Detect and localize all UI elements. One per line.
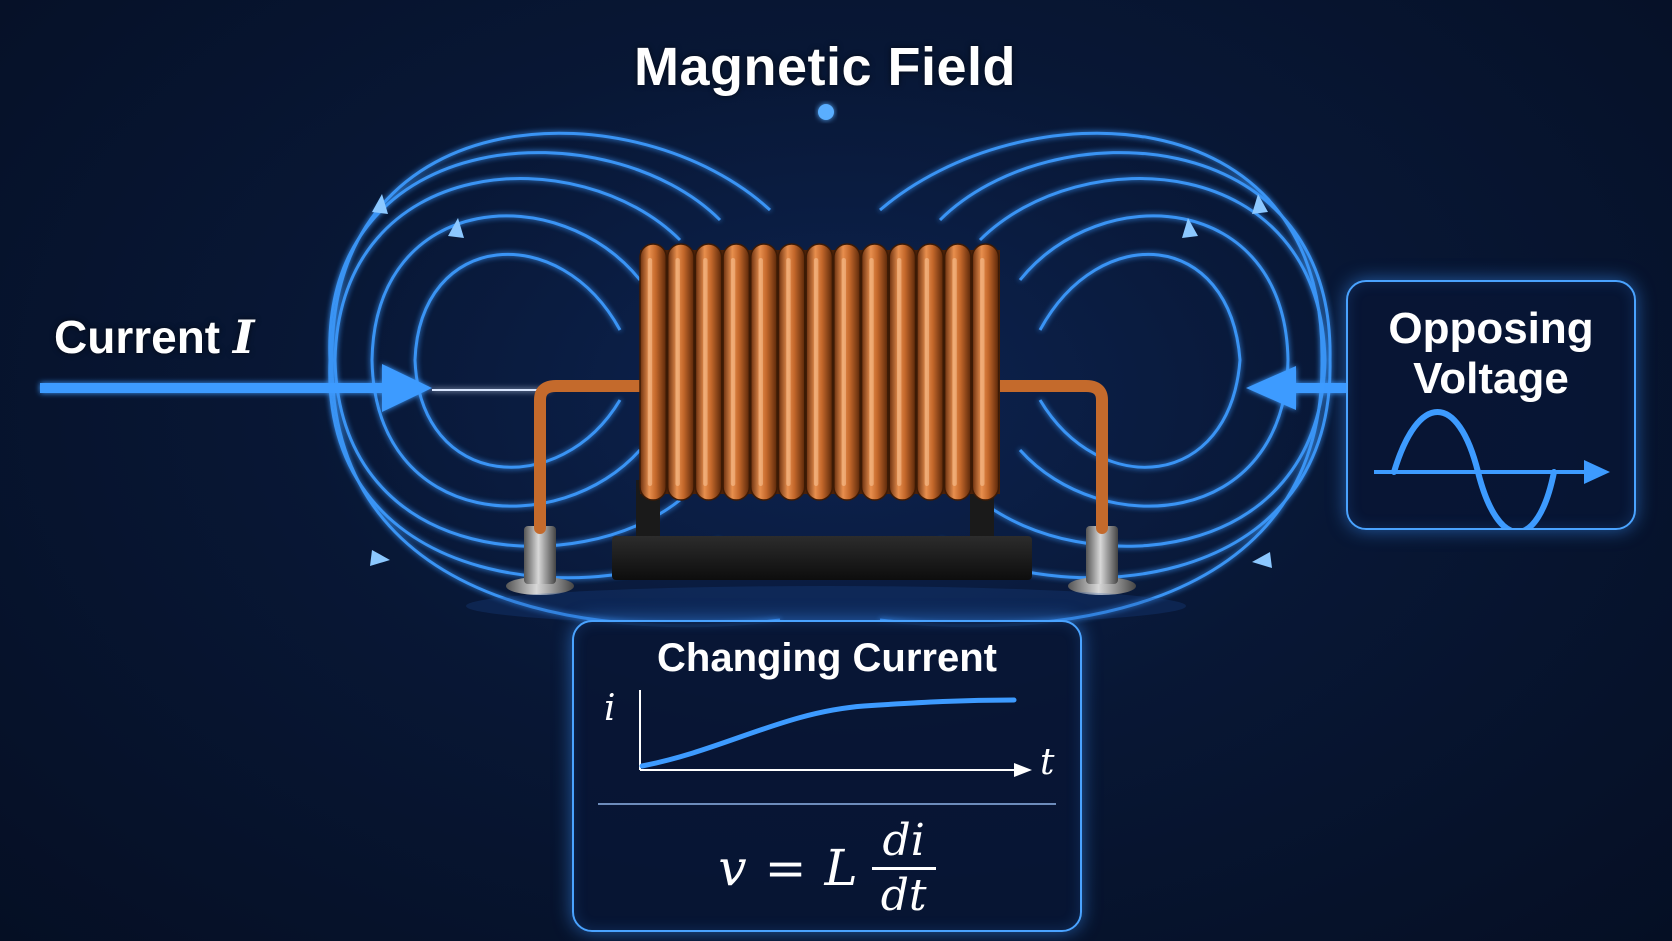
current-rise-graph <box>598 690 1056 805</box>
opposing-voltage-title: Opposing Voltage <box>1388 304 1594 403</box>
coil-turn-highlight <box>647 258 653 486</box>
field-line-left-3 <box>333 177 682 548</box>
floor-glow <box>466 586 1186 626</box>
opposing-arrow <box>1246 366 1346 410</box>
opposing-arrow-head <box>1246 366 1296 410</box>
copper-coil <box>639 243 1000 501</box>
field-arrow-right-upper-outer <box>1252 194 1268 214</box>
sine-wave-arrow-icon <box>1374 409 1610 528</box>
coil-turn <box>639 243 668 501</box>
current-arrow-head <box>382 364 432 412</box>
sine-axis-arrow-head <box>1584 460 1610 484</box>
field-line-left-4 <box>328 151 722 580</box>
coil-turn-highlight <box>703 258 708 486</box>
current-label: Current I <box>54 310 254 364</box>
terminal-left-post <box>524 526 556 584</box>
lead-wire-left <box>534 380 646 534</box>
field-line-left-2 <box>370 214 642 508</box>
field-arrow-left-upper-outer <box>372 194 388 214</box>
field-line-right-1 <box>1038 252 1242 469</box>
lead-wires <box>534 380 1108 534</box>
coil-turn <box>888 243 917 501</box>
terminal-right <box>1068 526 1136 595</box>
coil-turn <box>694 243 723 501</box>
coil-turn-highlight <box>952 258 957 486</box>
coil-turn <box>666 243 695 501</box>
lead-wire-right <box>994 380 1108 534</box>
title-leader <box>818 104 834 232</box>
coil-turn <box>971 243 1000 501</box>
current-label-text: Current <box>54 311 233 363</box>
terminal-left-base <box>506 577 574 595</box>
field-line-right-5 <box>879 131 1324 628</box>
graph-y-label: i <box>604 688 616 729</box>
coil-turn-highlight <box>786 258 791 486</box>
field-arrow-right-upper-inner <box>1182 218 1198 238</box>
formula-denominator: dt <box>880 869 927 921</box>
terminal-right-post <box>1086 526 1118 584</box>
coil-turn <box>833 243 861 501</box>
coil-turn <box>777 243 806 501</box>
changing-current-title: Changing Current <box>657 636 997 680</box>
coil-turn-highlight <box>730 258 736 486</box>
current-arrow <box>40 364 550 412</box>
coil-turn-highlight <box>841 258 847 486</box>
coil-turn <box>860 243 889 501</box>
field-arrow-right-lower <box>1252 552 1272 568</box>
opposing-voltage-panel: Opposing Voltage <box>1346 280 1636 530</box>
coil-turn-highlight <box>869 258 874 486</box>
field-line-right-2 <box>1018 214 1290 508</box>
coil-turn-highlight <box>758 258 763 486</box>
coil-turn-highlight <box>980 258 985 486</box>
formula-equals: = <box>764 839 807 897</box>
current-variable: I <box>232 310 255 364</box>
coil-turn <box>750 243 778 501</box>
coil-turn <box>722 243 751 501</box>
magnetic-field-title: Magnetic Field <box>633 37 1017 97</box>
terminal-right-base <box>1068 577 1136 595</box>
formula-coefficient: L <box>824 839 858 897</box>
formula-fraction-bar <box>871 866 936 870</box>
formula-lhs: v <box>718 839 747 897</box>
inductance-formula: v = L di dt <box>574 814 1080 921</box>
coil-turn <box>805 243 834 501</box>
field-arrow-left-lower <box>370 550 390 566</box>
current-curve <box>639 697 1017 769</box>
coil-turn-highlight <box>675 258 680 486</box>
changing-current-panel: Changing Current i t v = L di dt <box>572 620 1082 932</box>
title-leader-dot <box>818 104 834 120</box>
field-line-left-5 <box>330 131 781 628</box>
field-arrow-left-upper-inner <box>448 218 464 238</box>
formula-fraction: di dt <box>871 814 936 921</box>
coil-turn-highlight <box>813 258 819 486</box>
magnetic-field-lines <box>328 131 1332 628</box>
stand-base <box>612 536 1032 580</box>
field-line-right-3 <box>978 177 1327 548</box>
coil-turn <box>916 243 944 501</box>
coil-turn-highlight <box>924 258 930 486</box>
terminal-left <box>506 526 574 595</box>
sine-wave-path <box>1391 409 1557 528</box>
graph-x-label: t <box>1040 742 1055 783</box>
field-direction-arrows <box>370 194 1272 568</box>
graph-x-axis-head <box>1014 763 1032 777</box>
coil-turn-highlight <box>896 258 902 486</box>
formula-numerator: di <box>882 814 925 866</box>
coil-turn <box>943 243 972 501</box>
field-line-left-1 <box>413 252 622 469</box>
